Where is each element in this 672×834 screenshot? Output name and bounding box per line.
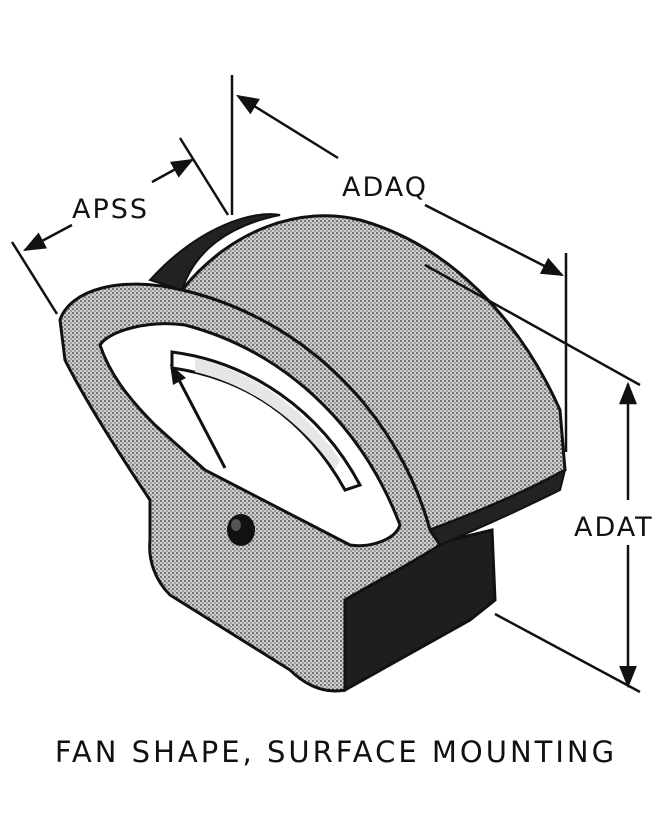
dimension-label-width: APSS (72, 194, 149, 225)
dial-scale (170, 350, 363, 492)
housing-right-edge (428, 468, 567, 547)
dimension-width: APSS (10, 137, 230, 315)
dimension-depth: ADAQ (230, 75, 568, 452)
caption: FAN SHAPE, SURFACE MOUNTING (54, 735, 618, 769)
dimension-label-height: ADAT (574, 512, 654, 543)
pointer (170, 364, 227, 469)
dimension-label-depth: ADAQ (342, 172, 428, 203)
zero-adjust-knob (227, 514, 255, 546)
meter-body (58, 213, 567, 693)
dial-scale-shade (195, 358, 340, 470)
housing-rim (148, 213, 281, 292)
dimension-height: ADAT (424, 263, 654, 694)
